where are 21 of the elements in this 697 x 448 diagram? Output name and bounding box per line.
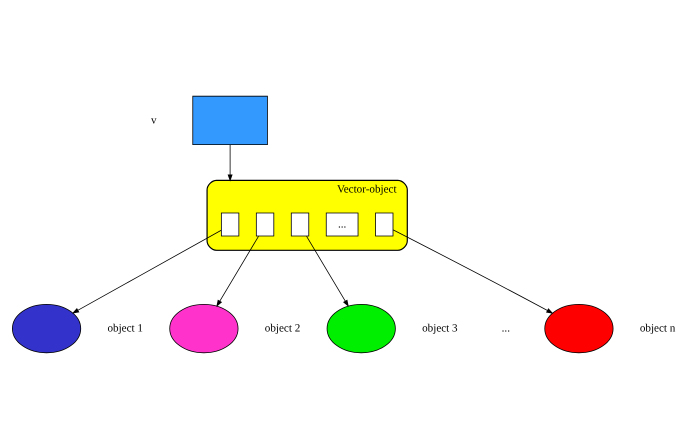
- node-box: [375, 212, 394, 236]
- arrow: [306, 235, 349, 307]
- node-box: [290, 212, 310, 236]
- node-label: object 3: [422, 322, 458, 334]
- node-label: object 2: [264, 322, 300, 334]
- node-label: v: [151, 114, 157, 126]
- arrow: [216, 235, 259, 307]
- node-box: [220, 212, 240, 236]
- cluster: [206, 179, 408, 250]
- node-ellipse: [326, 303, 396, 353]
- node-box: ...: [326, 212, 358, 236]
- label: ...: [502, 322, 510, 334]
- node-label: Vector-object: [336, 182, 397, 195]
- node-box: [192, 95, 268, 145]
- arrow: [72, 229, 222, 314]
- arrow: [228, 144, 233, 182]
- node-label: object n: [640, 322, 676, 334]
- node-ellipse: [169, 303, 238, 353]
- arrow: [392, 228, 554, 314]
- node-label: object 1: [107, 322, 143, 334]
- node-box: [256, 212, 274, 236]
